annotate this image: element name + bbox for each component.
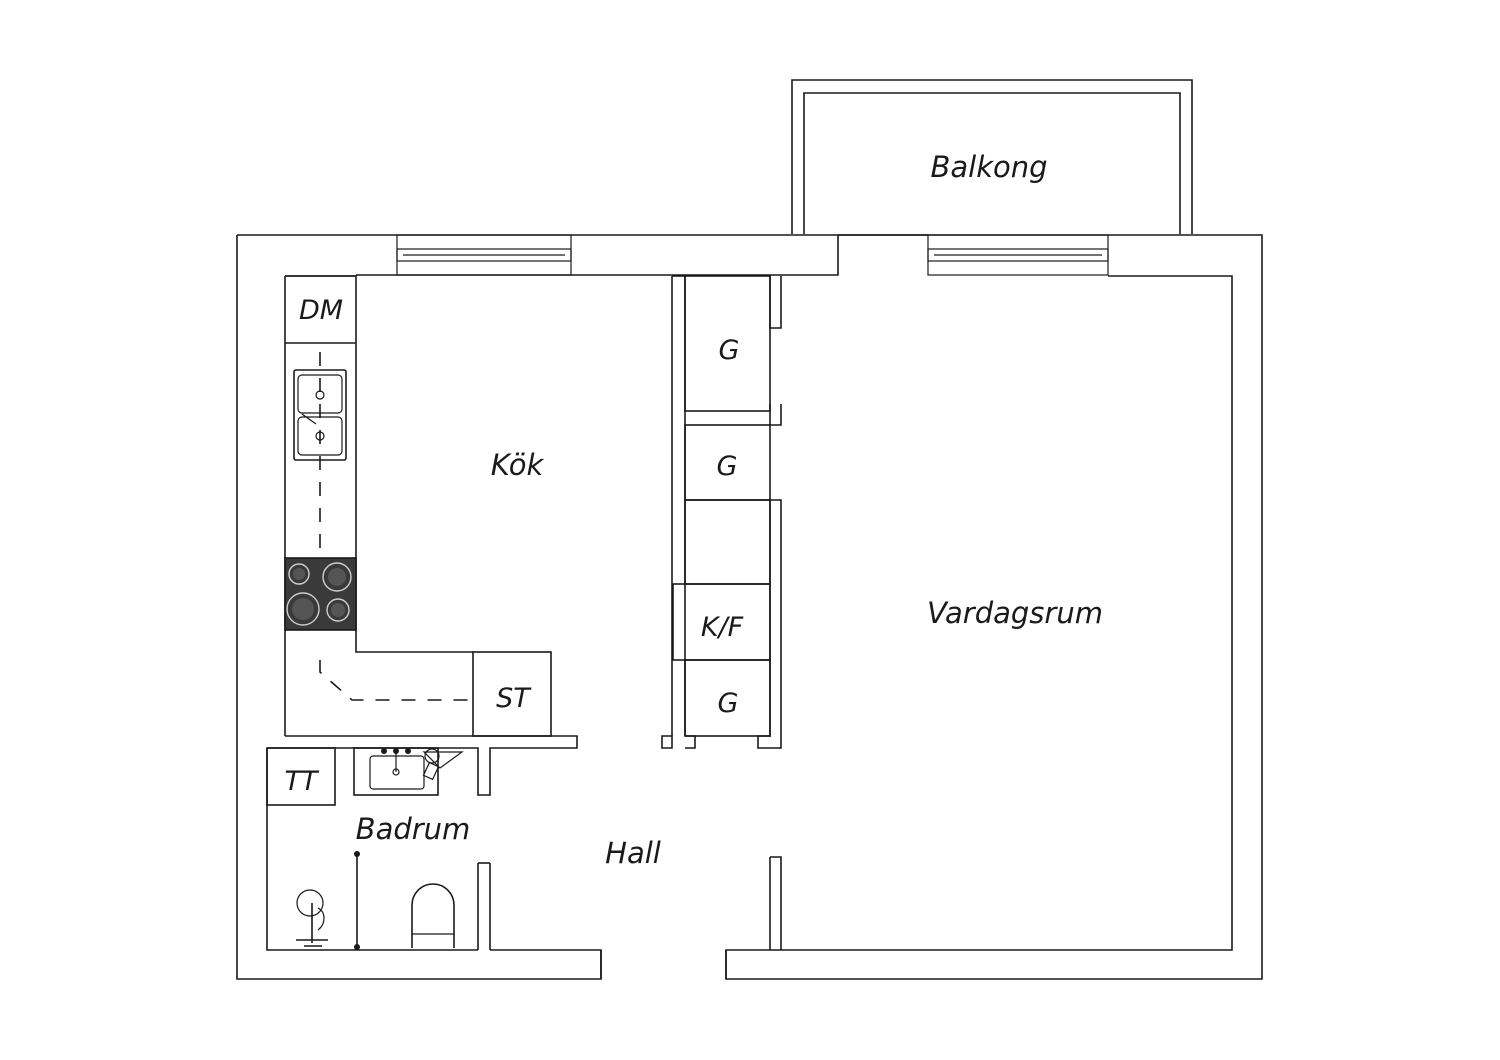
room-label-living-room: Vardagsrum — [927, 596, 1103, 630]
room-label-bathroom: Badrum — [356, 812, 471, 846]
balcony — [791, 79, 1193, 234]
label-wardrobe-1: G — [719, 335, 740, 366]
label-fridge-freezer: K/F — [701, 612, 744, 643]
label-dishwasher: DM — [299, 295, 343, 326]
wardrobes — [672, 275, 771, 737]
label-wardrobe-3: G — [718, 688, 739, 719]
label-washing-machine: TT — [285, 766, 320, 797]
room-label-hall: Hall — [605, 836, 661, 870]
outer-walls — [236, 234, 1263, 980]
label-wardrobe-2: G — [717, 451, 738, 482]
room-label-balcony: Balkong — [930, 150, 1047, 184]
room-label-kitchen: Kök — [491, 448, 545, 482]
shower — [296, 851, 360, 950]
stove — [284, 557, 357, 631]
kitchen-sink — [293, 369, 347, 461]
washing-machine — [266, 747, 336, 806]
window-kitchen — [396, 234, 572, 276]
label-storage: ST — [496, 683, 532, 714]
toilet — [411, 883, 455, 948]
kitchen-counter — [267, 275, 578, 796]
window-living-room — [927, 234, 1109, 276]
bathroom-sink — [353, 747, 464, 796]
